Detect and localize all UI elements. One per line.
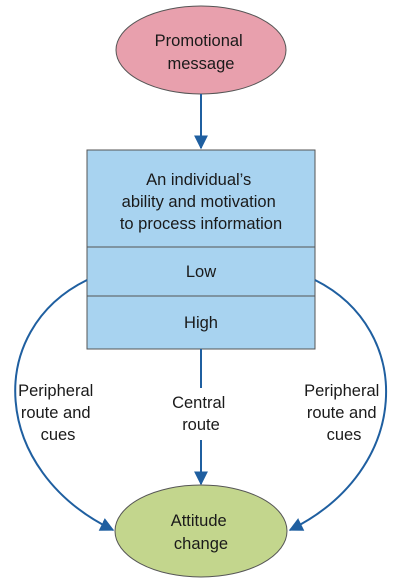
attitude-line2: change [174, 535, 228, 553]
ability-motivation-cell [86, 149, 316, 248]
attitude-line1: Attitude [171, 512, 227, 530]
attitude-change-ellipse [114, 484, 288, 578]
processing-ability-box: An individual’s ability and motivation t… [86, 149, 316, 350]
low-label: Low [186, 263, 216, 281]
right-route-line1: Peripheral [304, 382, 379, 400]
ability-motivation-label: An individual’s ability and motivation t… [120, 171, 282, 233]
left-route-line2: route and [21, 404, 91, 422]
right-route-line2: route and [307, 404, 377, 422]
central-route-label: Central route [172, 394, 230, 434]
left-route-label: Peripheral route and cues [18, 382, 98, 444]
promotional-message-ellipse [115, 5, 287, 95]
central-route-line1: Central [172, 394, 225, 412]
promotional-message-label: Promotional message [155, 32, 248, 73]
low-cell [86, 246, 316, 297]
right-route-label: Peripheral route and cues [304, 382, 384, 444]
ability-line1: An individual’s [146, 171, 251, 189]
high-label: High [184, 314, 218, 332]
promotional-message-node: Promotional message [115, 5, 287, 95]
promotional-message-line2: message [168, 55, 235, 73]
left-route-line3: cues [41, 426, 76, 444]
left-route-line1: Peripheral [18, 382, 93, 400]
arrow-right-peripheral [288, 279, 387, 531]
ability-line2: ability and motivation [122, 193, 276, 211]
arrow-left-peripheral [14, 279, 115, 531]
ability-line3: to process information [120, 215, 282, 233]
high-cell [86, 295, 316, 350]
attitude-change-label: Attitude change [171, 512, 232, 553]
right-route-line3: cues [327, 426, 362, 444]
central-route-line2: route [182, 416, 220, 434]
attitude-change-node: Attitude change [114, 484, 288, 578]
promotional-message-line1: Promotional [155, 32, 243, 50]
